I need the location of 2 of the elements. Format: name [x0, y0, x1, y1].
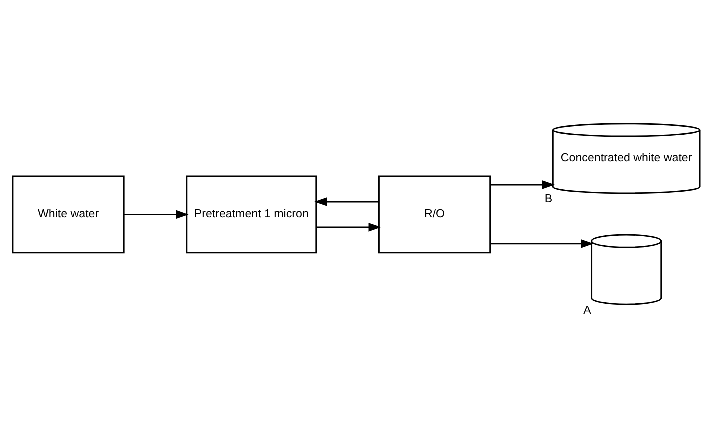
node-label: A [584, 304, 592, 317]
node-label: B [544, 194, 553, 206]
